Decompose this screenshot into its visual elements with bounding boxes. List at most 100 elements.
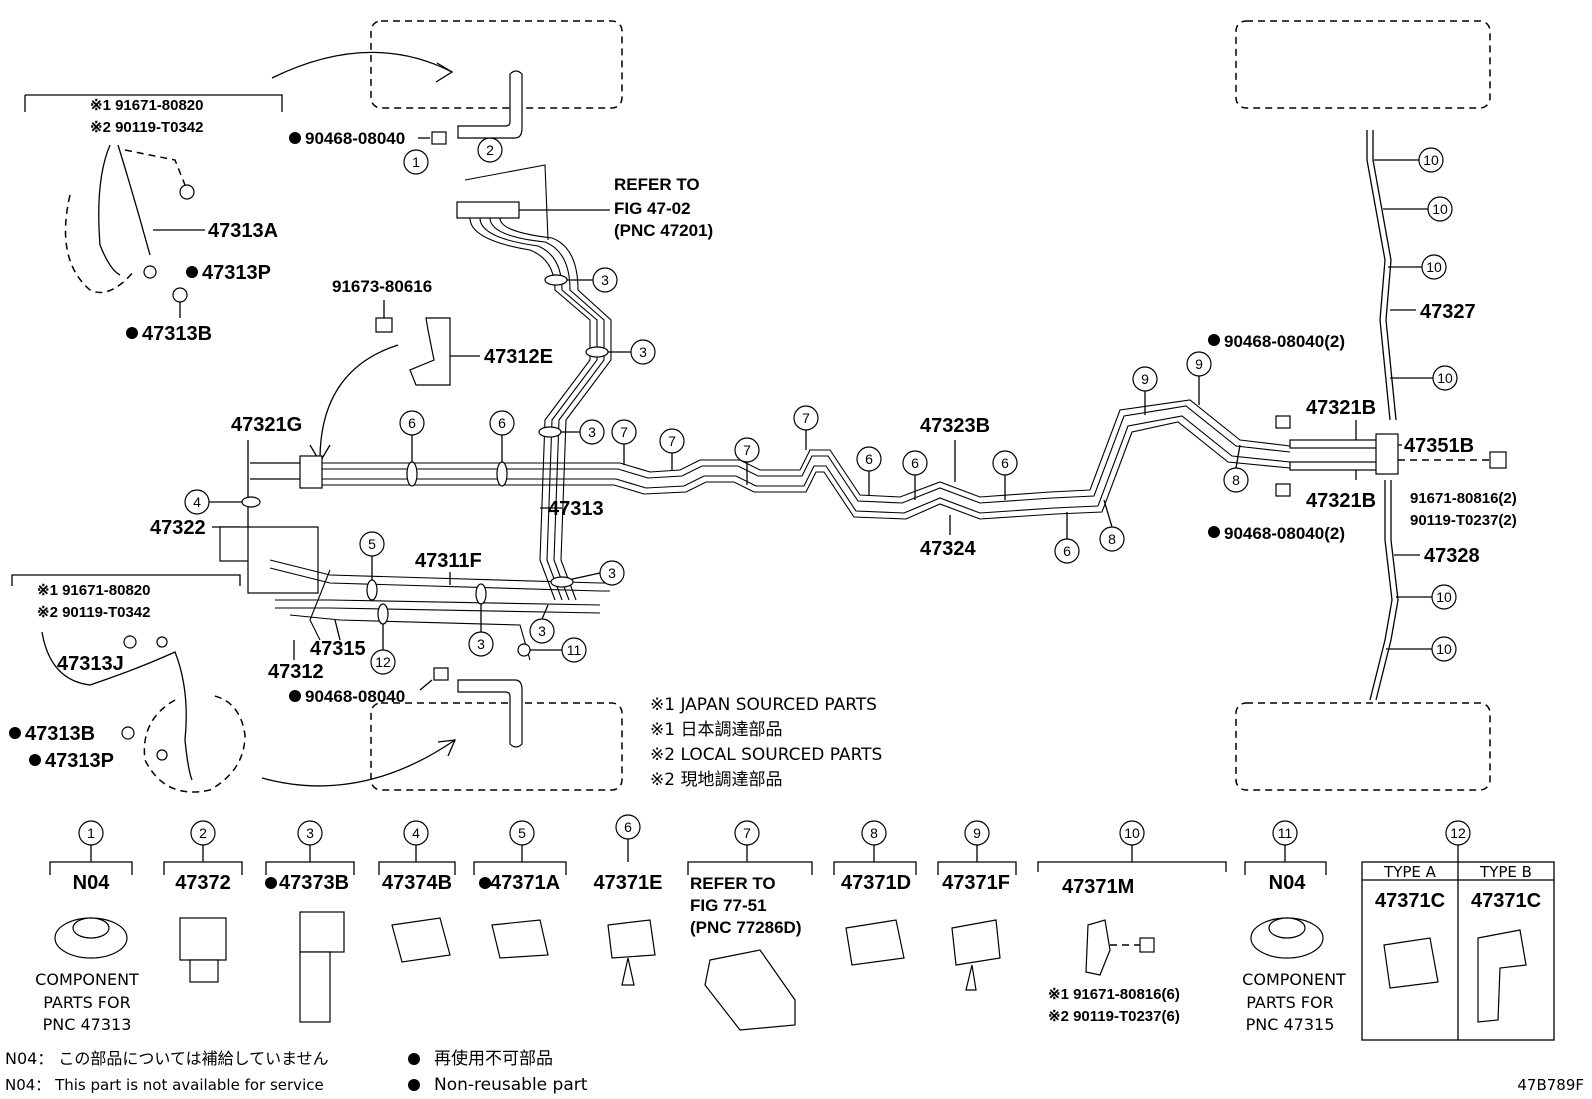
figure-id: 47B789F: [1517, 1076, 1584, 1094]
svg-text:6: 6: [911, 455, 919, 471]
callout-3b: [630, 339, 656, 365]
bracket-bottom-left: [11, 574, 241, 586]
note-4: ※2 現地調達部品: [650, 770, 782, 790]
legend-item-3: 3 47373B: [265, 820, 355, 1023]
svg-text:9: 9: [1195, 356, 1203, 372]
svg-text:PARTS FOR: PARTS FOR: [43, 993, 130, 1012]
arrow-to-top-box: [271, 51, 453, 79]
svg-text:※2 90119-T0237(6): ※2 90119-T0237(6): [1048, 1008, 1180, 1025]
svg-text:PNC 47313: PNC 47313: [43, 1015, 132, 1034]
label-47311F: 47311F: [415, 550, 482, 572]
label-47312: 47312: [268, 661, 324, 683]
svg-text:10: 10: [1426, 259, 1442, 275]
bolt-icon: [172, 287, 188, 303]
brake-tube-main-1: [469, 217, 591, 601]
svg-text:2: 2: [486, 142, 494, 158]
clip-icon: [431, 131, 447, 145]
clip-icon: [1275, 483, 1291, 497]
svg-text:3: 3: [639, 344, 647, 360]
refer-line3: (PNC 47201): [614, 221, 713, 240]
label-47313J: 47313J: [57, 653, 124, 675]
svg-text:6: 6: [624, 819, 632, 835]
bolt-icon: [375, 317, 393, 333]
brake-tube-upper: [322, 399, 1291, 498]
bolt-icon: [179, 184, 195, 200]
legend-item-8: 8 47371D: [833, 820, 917, 966]
svg-text:6: 6: [1001, 455, 1009, 471]
tube-end-top: [457, 70, 523, 139]
svg-text:47371E: 47371E: [594, 872, 663, 894]
svg-text:9: 9: [1141, 371, 1149, 387]
footer-nonreuse-en: Non-reusable part: [434, 1075, 588, 1095]
legend-item-2: 2 47372: [163, 820, 243, 983]
nonreusable-dot: [408, 1079, 420, 1091]
label-47323B: 47323B: [920, 415, 990, 437]
svg-text:3: 3: [601, 272, 609, 288]
legend-item-5: 5 47371A: [473, 820, 567, 959]
bolt-icon: [121, 726, 135, 740]
svg-text:PNC 47315: PNC 47315: [1246, 1015, 1335, 1034]
bolt-icon: [1489, 451, 1507, 469]
label-47321G: 47321G: [231, 414, 302, 436]
ref-box-top-right: [1235, 20, 1491, 109]
label-47313: 47313: [548, 498, 604, 520]
svg-text:4: 4: [193, 494, 201, 510]
label-47351B: 47351B: [1404, 435, 1474, 457]
bracket-47351B: [1375, 433, 1399, 475]
legend-item-11: 11 N04 COMPONENT PARTS FOR PNC 47315: [1242, 820, 1346, 1034]
hose-47321B-upper: [1289, 439, 1387, 449]
svg-text:10: 10: [1437, 370, 1453, 386]
svg-text:47374B: 47374B: [382, 872, 452, 894]
svg-text:10: 10: [1124, 825, 1140, 841]
svg-text:12: 12: [375, 654, 391, 670]
svg-text:7: 7: [802, 410, 810, 426]
union-joint: [299, 455, 323, 489]
tl-cond1: ※1 91671-80820: [90, 97, 204, 114]
legend-item-4: 4 47374B: [378, 820, 456, 963]
label-47313A: 47313A: [208, 220, 278, 242]
arrow-to-47321G: [319, 344, 399, 461]
label-90468-r2: 90468-08040(2): [1224, 524, 1345, 543]
svg-text:47371C: 47371C: [1375, 890, 1445, 912]
svg-text:10: 10: [1436, 641, 1452, 657]
ref-box-top-left: [370, 20, 623, 109]
label-90468-r1: 90468-08040(2): [1224, 332, 1345, 351]
footer-nonreuse-jp: 再使用不可部品: [434, 1048, 553, 1069]
svg-text:10: 10: [1436, 589, 1452, 605]
nonreusable-dot: [408, 1053, 420, 1065]
bl-cond1: ※1 91671-80820: [37, 582, 151, 599]
svg-text:3: 3: [306, 825, 314, 841]
nonreusable-dot: [186, 266, 198, 278]
svg-text:47372: 47372: [175, 872, 231, 894]
footer-n04-en: N04： This part is not available for serv…: [5, 1076, 324, 1094]
label-90468-mid: 90468-08040: [305, 687, 405, 706]
cable-47327: [1366, 130, 1391, 421]
svg-text:(PNC 77286D): (PNC 77286D): [690, 918, 802, 937]
svg-text:3: 3: [608, 565, 616, 581]
svg-text:REFER TO: REFER TO: [690, 874, 776, 893]
svg-text:※1 91671-80816(6): ※1 91671-80816(6): [1048, 986, 1180, 1003]
svg-text:7: 7: [743, 825, 751, 841]
clip-icon: [433, 667, 449, 681]
legend-item-10: 10 47371M ※1 91671-80816(6) ※2 90119-T02…: [1037, 820, 1227, 1025]
svg-text:1: 1: [412, 154, 420, 170]
bracket-47312E: [409, 317, 451, 386]
washer-icon: [143, 265, 157, 279]
label-90468-top: 90468-08040: [305, 129, 405, 148]
svg-text:6: 6: [498, 415, 506, 431]
svg-text:47371M: 47371M: [1062, 876, 1134, 898]
legend-item-9: 9 47371F: [937, 820, 1017, 991]
clip-icon: [1275, 415, 1291, 429]
tube-end-bottom: [457, 679, 523, 748]
brake-hose-47313J: [41, 631, 193, 781]
brake-hose-47313A: [98, 144, 151, 276]
svg-text:FIG 77-51: FIG 77-51: [690, 896, 767, 915]
hose-47321B-lower: [1289, 461, 1387, 471]
refer-line1: REFER TO: [614, 175, 700, 194]
svg-text:9: 9: [973, 825, 981, 841]
label-47324: 47324: [920, 538, 976, 560]
label-47322: 47322: [150, 517, 206, 539]
svg-text:7: 7: [620, 424, 628, 440]
svg-text:PARTS FOR: PARTS FOR: [1246, 993, 1333, 1012]
